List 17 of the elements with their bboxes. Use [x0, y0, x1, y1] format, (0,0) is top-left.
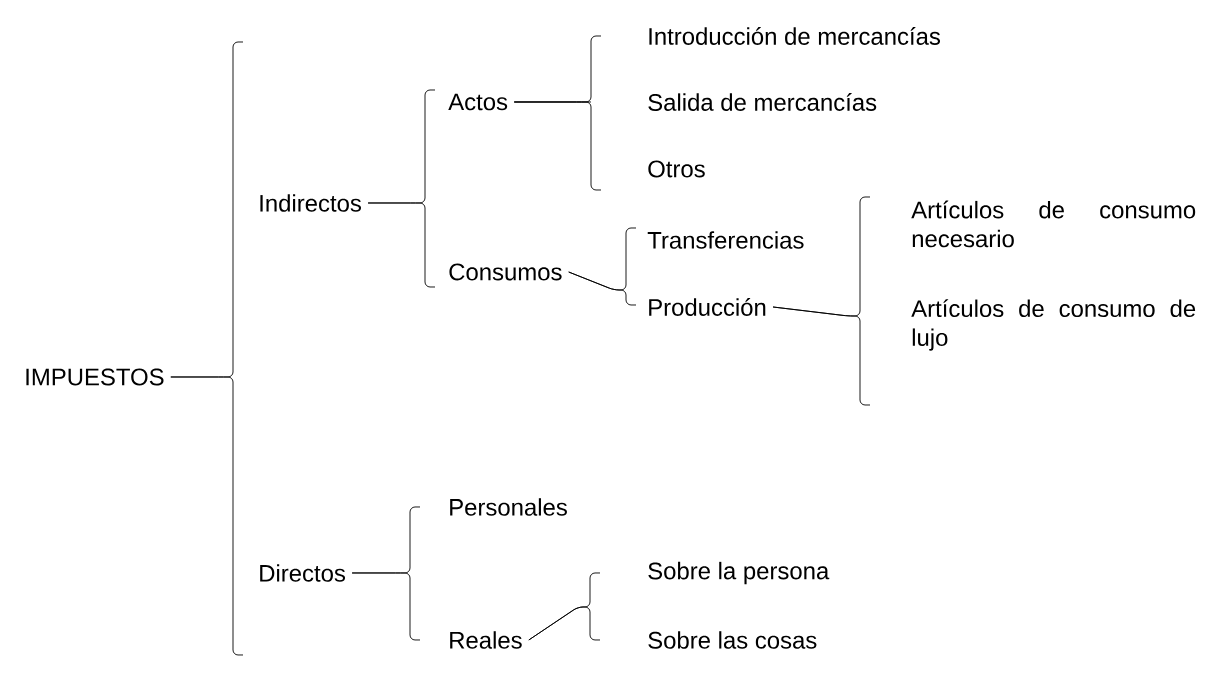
label-text: Artículos de consumo necesario — [911, 200, 1196, 248]
label-text: Reales — [450, 631, 522, 649]
label-text: Actos — [448, 93, 508, 111]
label-text: Indirectos — [260, 194, 361, 212]
label-text: Salida de mercancías — [648, 93, 877, 111]
label-text: Sobre las cosas — [648, 631, 817, 649]
label-text: Producción — [649, 298, 766, 316]
label-text: Personales — [450, 498, 567, 516]
label-text: Consumos — [449, 263, 562, 281]
label-text: IMPUESTOS — [26, 368, 164, 386]
label-text: Sobre la persona — [648, 561, 830, 585]
label-text: Otros — [648, 160, 705, 178]
label-text: Transferencias — [647, 231, 804, 249]
brace-line — [568, 271, 637, 306]
label-text: Directos — [260, 564, 345, 582]
label-text: Introducción de mercancías — [649, 27, 940, 45]
label-text: Artículos de consumo de lujo — [911, 299, 1196, 351]
